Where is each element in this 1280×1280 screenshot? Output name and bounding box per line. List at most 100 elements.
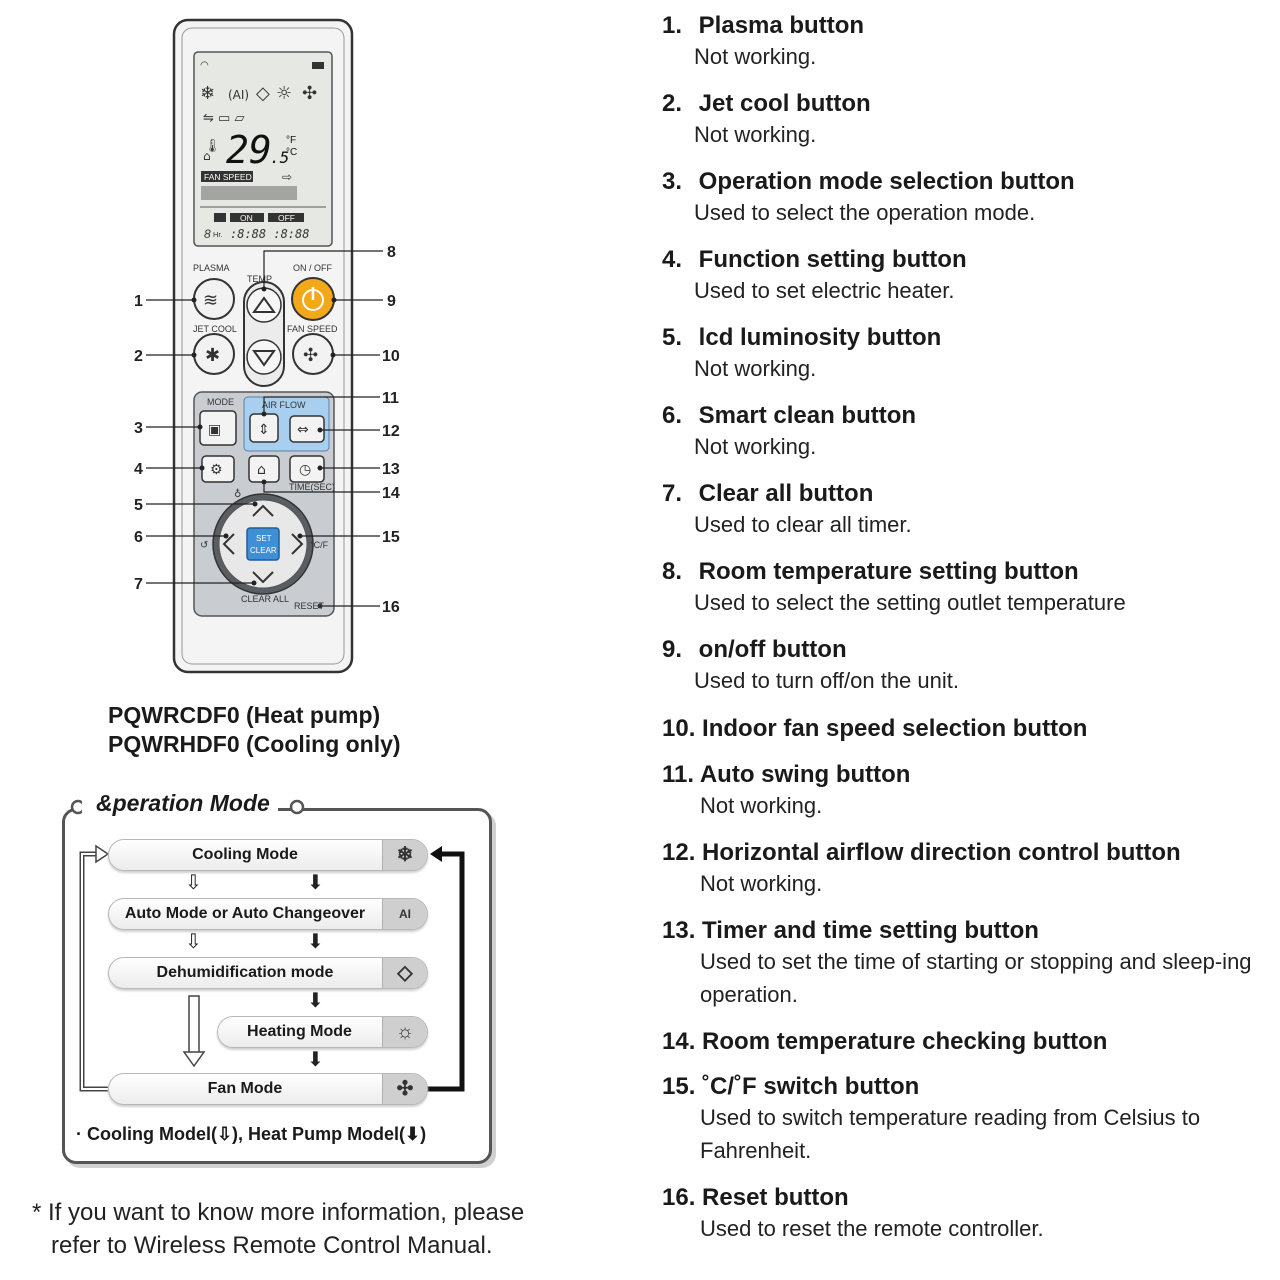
footnote-line-1: * If you want to know more information, … xyxy=(32,1199,525,1226)
mode-button[interactable]: ▣ xyxy=(199,410,237,446)
callout-lines xyxy=(146,250,383,607)
callout-8: 8 xyxy=(387,244,396,261)
lcd-hr-label: Hr. xyxy=(213,230,223,239)
item-description: Used to clear all timer. xyxy=(694,512,912,537)
operation-mode-note: · Cooling Model(⇩), Heat Pump Model(⬇) xyxy=(76,1124,427,1144)
mode-dehumidification: Dehumidification mode ◇ xyxy=(108,957,428,989)
airflow-label: AIR FLOW xyxy=(262,400,306,410)
item-description: Not working. xyxy=(694,44,817,69)
sun-icon: ☼ xyxy=(382,1017,427,1047)
item-description: Used to set the time of starting or stop… xyxy=(700,949,1252,1007)
callout-7: 7 xyxy=(134,576,143,593)
item-title: 7. Clear all button xyxy=(662,480,1262,508)
svg-text:✣: ✣ xyxy=(303,345,318,366)
item-number: 9. xyxy=(662,636,683,663)
callout-4: 4 xyxy=(134,461,143,478)
callout-2: 2 xyxy=(134,348,143,365)
item-description: Used to reset the remote controller. xyxy=(700,1216,1044,1241)
item-description: Used to turn off/on the unit. xyxy=(694,668,959,693)
lcd-on-label: ON xyxy=(240,213,253,223)
item-title: 14. Room temperature checking button xyxy=(662,1028,1262,1056)
cooling-model-arrow-icon: ⇩ xyxy=(185,931,202,953)
lcd-temp: 29 xyxy=(226,128,272,172)
callout-16: 16 xyxy=(382,599,400,616)
item-number: 12. xyxy=(662,839,696,866)
callout-3: 3 xyxy=(134,420,143,437)
auto-swing-button[interactable]: ⇕ xyxy=(249,413,279,443)
item-number: 5. xyxy=(662,324,683,351)
set-clear-button[interactable]: SET CLEAR xyxy=(246,527,280,561)
operation-mode-title: &peration Mode xyxy=(82,790,278,817)
svg-text:↺: ↺ xyxy=(200,540,208,551)
house-icon: ⌂ xyxy=(203,149,211,163)
droplet-icon: ◇ xyxy=(382,958,427,988)
mode-fan: Fan Mode ✣ xyxy=(108,1073,428,1105)
list-item: 12. Horizontal airflow direction control… xyxy=(662,839,1262,900)
item-title-text: ˚C/˚F switch button xyxy=(702,1073,920,1100)
item-title: 6. Smart clean button xyxy=(662,402,1262,430)
horizontal-airflow-button[interactable]: ⇔ xyxy=(289,415,325,443)
item-number: 2. xyxy=(662,90,683,117)
item-title-text: Operation mode selection button xyxy=(698,168,1075,195)
item-description: Used to set electric heater. xyxy=(694,278,955,303)
jetcool-label: JET COOL xyxy=(193,324,237,334)
item-title: 15. ˚C/˚F switch button xyxy=(662,1073,1262,1101)
bulb-icon: ♁ xyxy=(234,488,241,500)
item-description: Not working. xyxy=(694,122,817,147)
item-number: 3. xyxy=(662,168,683,195)
svg-text:⇕: ⇕ xyxy=(258,422,270,438)
list-item: 14. Room temperature checking button xyxy=(662,1028,1262,1056)
svg-text:✱: ✱ xyxy=(205,345,220,366)
mode-auto: Auto Mode or Auto Changeover AI xyxy=(108,898,428,930)
item-title-text: Jet cool button xyxy=(698,90,871,117)
heatpump-model-arrow-icon: ⬇ xyxy=(307,990,324,1012)
item-title: 8. Room temperature setting button xyxy=(662,558,1262,586)
timer-button[interactable]: ◷ xyxy=(289,455,325,483)
plasma-label: PLASMA xyxy=(193,263,230,273)
item-title-text: Function setting button xyxy=(698,246,967,273)
function-setting-button[interactable]: ⚙ xyxy=(201,455,235,483)
thermometer-icon: 🌡 xyxy=(204,138,221,153)
callout-6: 6 xyxy=(134,529,143,546)
lcd-icons-row: ❄ (AI) ◇ ☼ ✣ xyxy=(200,83,317,104)
droplet-icon: ◇ xyxy=(256,83,270,104)
fanspeed-label: FAN SPEED xyxy=(287,324,338,334)
dpad-up-button[interactable] xyxy=(252,504,274,517)
sun-icon: ☼ xyxy=(276,83,292,104)
svg-text:⌂: ⌂ xyxy=(257,462,266,478)
remote-diagram: ❄ (AI) ◇ ☼ ✣ ◠ ⇋ ▭ ▱ 🌡 ⌂ 29 .5 °F °C FAN… xyxy=(134,18,400,674)
mode-cooling: Cooling Mode ❄ xyxy=(108,839,428,871)
item-number: 4. xyxy=(662,246,683,273)
operation-mode-arrows xyxy=(70,799,465,1092)
callout-15: 15 xyxy=(382,529,400,546)
item-description: Not working. xyxy=(700,871,823,896)
reset-button[interactable] xyxy=(317,603,323,609)
item-title-text: Horizontal airflow direction control but… xyxy=(702,839,1181,866)
mode-fan-label: Fan Mode xyxy=(207,1080,283,1097)
lcd-temp-decimal: .5 xyxy=(270,148,289,167)
item-title-text: Room temperature checking button xyxy=(702,1028,1108,1055)
lcd-unit-f: °F xyxy=(286,135,296,146)
mode-label: MODE xyxy=(207,397,234,407)
svg-text:◷: ◷ xyxy=(299,462,311,478)
clear-all-button[interactable] xyxy=(252,571,274,584)
svg-text:⇨: ⇨ xyxy=(282,170,292,184)
temp-label: TEMP xyxy=(247,274,272,284)
temp-down-button[interactable] xyxy=(246,339,282,375)
item-title: 12. Horizontal airflow direction control… xyxy=(662,839,1262,867)
fan-speed-button[interactable]: ✣ xyxy=(292,333,334,375)
list-item: 10. Indoor fan speed selection button xyxy=(662,715,1262,743)
item-description: Not working. xyxy=(694,434,817,459)
item-description: Used to select the operation mode. xyxy=(694,200,1036,225)
cf-switch-button[interactable] xyxy=(291,533,304,555)
battery-icon xyxy=(312,62,324,69)
smart-clean-button[interactable] xyxy=(222,533,235,555)
ai-icon: (AI) xyxy=(228,88,249,102)
